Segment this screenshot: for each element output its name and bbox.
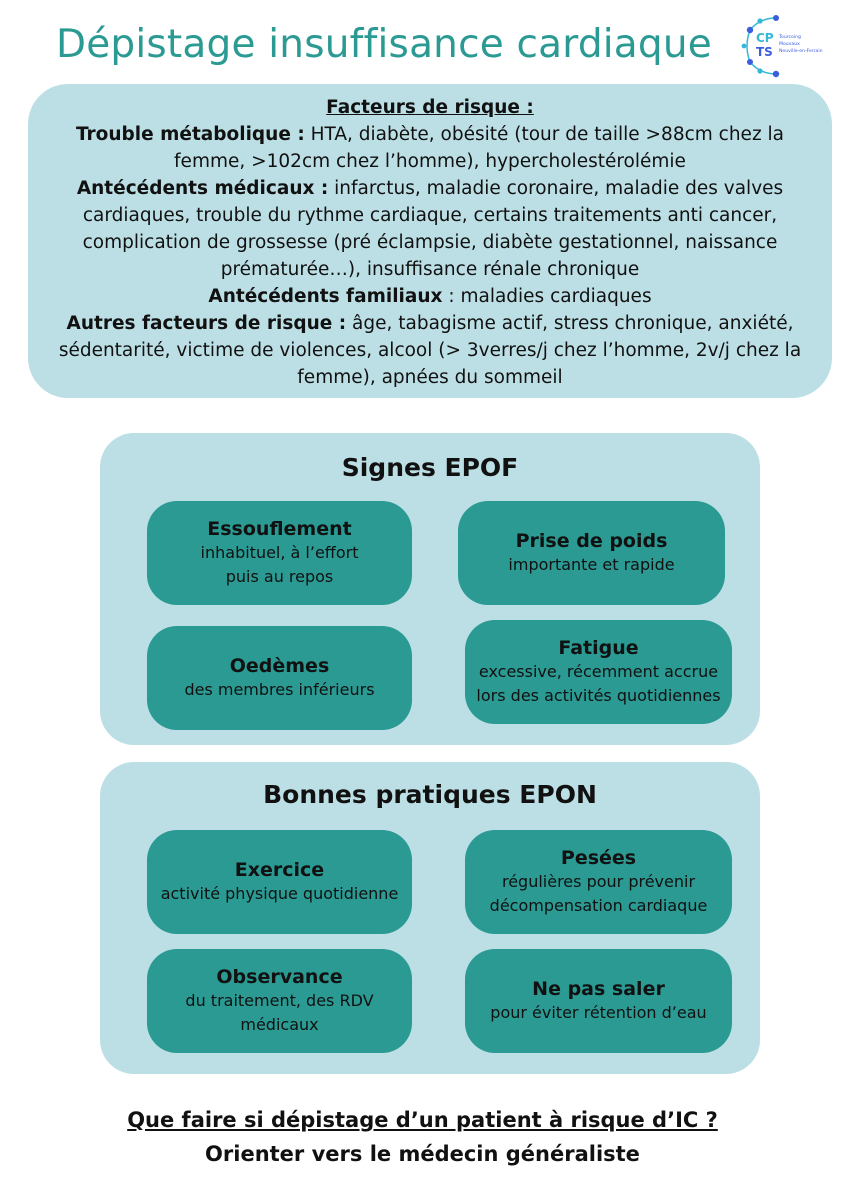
card-desc: importante et rapide (508, 555, 675, 574)
card-title: Ne pas saler (532, 978, 665, 1000)
card-desc: pour éviter rétention d’eau (490, 1003, 707, 1022)
risk-item-text: : maladies cardiaques (442, 286, 652, 307)
cpts-logo: CP TS Tourcoing Mouvaux Neuville-en-Ferr… (741, 15, 823, 78)
card-desc: des membres inférieurs (184, 680, 375, 699)
risk-item-text: âge, tabagisme actif, stress chronique, … (58, 313, 802, 388)
logo-line-1: Tourcoing (778, 34, 801, 40)
risk-item-family: Antécédents familiaux : maladies cardiaq… (42, 283, 818, 310)
risk-factors-box: Facteurs de risque : Trouble métabolique… (28, 84, 832, 398)
practice-card-ne-pas-saler: Ne pas saler pour éviter rétention d’eau (465, 949, 732, 1053)
sign-card-essoufflement: Essouflement inhabituel, à l’effort puis… (147, 501, 412, 605)
card-title: Observance (216, 966, 343, 988)
card-desc: du traitement, des RDV médicaux (185, 991, 374, 1034)
sign-card-prise-de-poids: Prise de poids importante et rapide (458, 501, 725, 605)
sign-card-oedemes: Oedèmes des membres inférieurs (147, 626, 412, 730)
card-desc: activité physique quotidienne (160, 884, 399, 903)
risk-item-label: Antécédents médicaux : (76, 178, 329, 199)
sign-card-fatigue: Fatigue excessive, récemment accrue lors… (465, 620, 732, 724)
practice-card-pesees: Pesées régulières pour prévenir décompen… (465, 830, 732, 934)
card-desc: régulières pour prévenir décompensation … (489, 872, 708, 915)
risk-item-text: HTA, diabète, obésité (tour de taille >8… (174, 124, 785, 172)
risk-item-label: Trouble métabolique : (75, 124, 305, 145)
signs-panel: Signes EPOF Essouflement inhabituel, à l… (100, 433, 760, 745)
logo-dot (773, 15, 779, 21)
card-desc: excessive, récemment accrue lors des act… (476, 662, 721, 705)
logo-dot (747, 59, 753, 65)
page-title: Dépistage insuffisance cardiaque (56, 22, 712, 67)
logo-dot (757, 18, 763, 24)
logo-line-3: Neuville-en-Ferrain (779, 48, 823, 54)
logo-dot (746, 26, 754, 34)
risk-factors-heading: Facteurs de risque : (326, 97, 534, 118)
risk-item-label: Autres facteurs de risque : (66, 313, 347, 334)
card-title: Oedèmes (229, 655, 330, 677)
card-title: Exercice (234, 859, 325, 881)
logo-line-2: Mouvaux (779, 41, 800, 47)
card-title: Pesées (560, 847, 637, 869)
signs-title: Signes EPOF (341, 453, 519, 482)
risk-item-metabolic: Trouble métabolique : HTA, diabète, obés… (42, 121, 818, 175)
card-title: Prise de poids (515, 530, 668, 552)
card-desc: inhabituel, à l’effort puis au repos (200, 543, 359, 586)
practice-card-exercice: Exercice activité physique quotidienne (147, 830, 412, 934)
risk-item-label: Antécédents familiaux (208, 286, 443, 307)
logo-letters-top: CP (756, 31, 774, 45)
question-heading: Que faire si dépistage d’un patient à ri… (127, 1108, 718, 1132)
answer-text: Orienter vers le médecin généraliste (205, 1142, 640, 1166)
logo-dot (772, 70, 780, 78)
logo-dot (741, 43, 747, 49)
practices-panel: Bonnes pratiques EPON Exercice activité … (100, 762, 760, 1074)
logo-letters-bottom: TS (756, 45, 773, 59)
card-title: Fatigue (558, 637, 639, 659)
practice-card-observance: Observance du traitement, des RDV médica… (147, 949, 412, 1053)
risk-item-other: Autres facteurs de risque : âge, tabagis… (42, 310, 818, 391)
card-title: Essouflement (207, 518, 352, 540)
logo-dot (757, 68, 763, 74)
risk-item-text: infarctus, maladie coronaire, maladie de… (82, 178, 784, 280)
practices-title: Bonnes pratiques EPON (263, 780, 597, 809)
risk-item-medical: Antécédents médicaux : infarctus, maladi… (42, 175, 818, 283)
